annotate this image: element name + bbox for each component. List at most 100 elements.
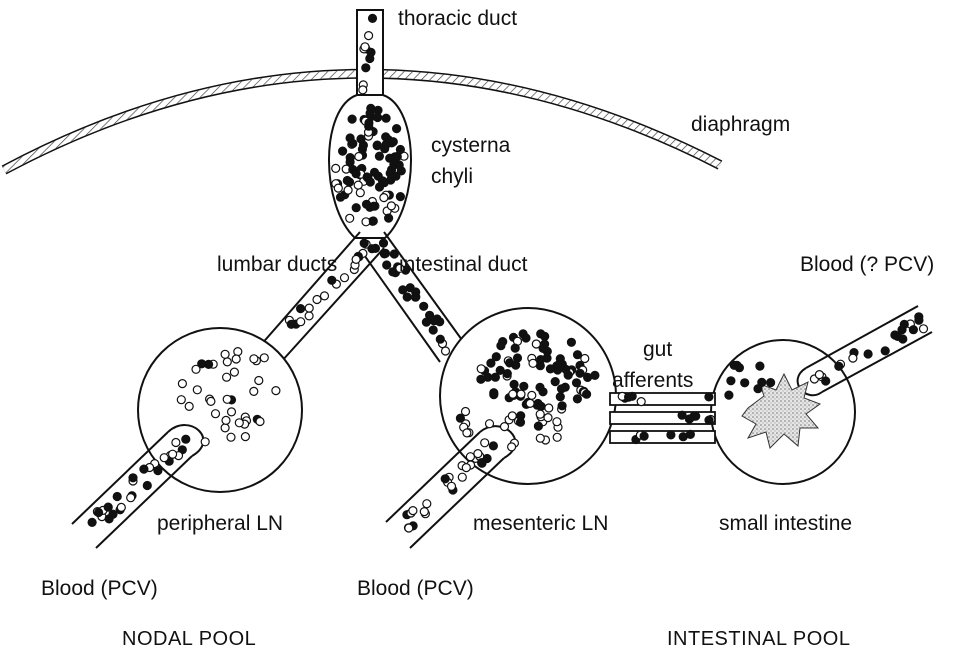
label-lumbar-ducts: lumbar ducts <box>217 253 337 276</box>
lymphocyte-light <box>526 399 534 407</box>
lymphocyte-dark <box>441 475 449 483</box>
lymphocyte-light <box>193 386 201 394</box>
lymphocyte-dark <box>366 178 374 186</box>
lymphocyte-dark <box>399 286 407 294</box>
lymphocyte-light <box>477 365 485 373</box>
lymphocyte-dark <box>205 360 213 368</box>
label-blood-pcv-middle: Blood (PCV) <box>357 577 474 600</box>
lymphocyte-light <box>221 424 229 432</box>
lymphocyte-light <box>387 202 395 210</box>
lymphocyte-dark <box>705 393 713 401</box>
lymphocyte-dark <box>900 320 908 328</box>
lymphocyte-dark <box>554 361 562 369</box>
lymphocyte-dark <box>758 378 766 386</box>
label-mesenteric-ln: mesenteric LN <box>473 512 608 535</box>
lymphocyte-light <box>442 347 450 355</box>
lymphocyte-dark <box>510 380 518 388</box>
lymphocyte-light <box>517 390 525 398</box>
lymphocyte-dark <box>864 350 872 358</box>
lymphocyte-light <box>501 423 509 431</box>
lymphocyte-light <box>536 410 544 418</box>
lymphocyte-light <box>536 434 544 442</box>
lymphocyte-light <box>223 373 231 381</box>
lymphocyte-dark <box>678 411 686 419</box>
label-diaphragm: diaphragm <box>691 113 790 136</box>
lymphocyte-dark <box>556 393 564 401</box>
lymphocyte-dark <box>346 178 354 186</box>
lymphocyte-dark <box>489 442 497 450</box>
lymphocyte-dark <box>382 133 390 141</box>
lymphocyte-dark <box>337 193 345 201</box>
lymphocyte-dark <box>392 172 400 180</box>
lymphocyte-light <box>235 419 243 427</box>
lymphocyte-light <box>380 194 388 202</box>
lymphocyte-dark <box>756 362 764 370</box>
lymphocyte-dark <box>362 64 370 72</box>
lymphocyte-light <box>423 500 431 508</box>
lymphocyte-dark <box>511 344 519 352</box>
lymphocyte-dark <box>113 493 121 501</box>
lymphocyte-light <box>815 371 823 379</box>
lymphocyte-dark <box>584 373 592 381</box>
lymphocyte-dark <box>915 313 923 321</box>
lymphocyte-light <box>321 292 329 300</box>
lymphocyte-light <box>272 387 280 395</box>
lymphocyte-dark <box>567 338 575 346</box>
lymphocyte-dark <box>367 104 375 112</box>
lymphocyte-dark <box>574 351 582 359</box>
lymphocyte-dark <box>352 204 360 212</box>
lymphocyte-dark <box>129 474 137 482</box>
lymphocyte-light <box>228 408 236 416</box>
lymphocyte-light <box>305 304 313 312</box>
lymphocyte-dark <box>369 14 377 22</box>
lymphocyte-light <box>528 391 536 399</box>
lymphocyte-dark <box>546 365 554 373</box>
lymphocyte-light <box>346 214 354 222</box>
lymphocyte-light <box>509 390 517 398</box>
peripheral-ln-circle <box>138 328 302 492</box>
lymphocyte-dark <box>835 362 843 370</box>
lymphocyte-dark <box>534 422 542 430</box>
lymphocyte-light <box>462 464 470 472</box>
lymphocyte-light <box>192 365 200 373</box>
lymphocyte-dark <box>369 217 377 225</box>
lymphocyte-dark <box>679 433 687 441</box>
lymphocyte-dark <box>373 141 381 149</box>
lymphocyte-dark <box>822 377 830 385</box>
lymphocyte-dark <box>541 340 549 348</box>
label-peripheral-ln: peripheral LN <box>157 512 283 535</box>
lymphocyte-dark <box>573 379 581 387</box>
lymphocyte-dark <box>583 390 591 398</box>
label-intestinal-pool: INTESTINAL POOL <box>667 628 850 650</box>
lymphocyte-dark <box>380 239 388 247</box>
lymphocyte-light <box>127 494 135 502</box>
lymphocyte-light <box>553 418 561 426</box>
lymphocyte-dark <box>487 359 495 367</box>
lymphocyte-light <box>332 164 340 172</box>
lymphocyte-light <box>544 414 552 422</box>
lymphocyte-dark <box>536 383 544 391</box>
lymphocyte-light <box>223 358 231 366</box>
lymphocyte-dark <box>558 385 566 393</box>
lymphocyte-dark <box>380 250 388 258</box>
lymphocyte-light <box>212 410 220 418</box>
lymphocyte-dark <box>881 347 889 355</box>
lymphocyte-dark <box>396 193 404 201</box>
lymphocyte-dark <box>182 435 190 443</box>
lymphocyte-dark <box>497 342 505 350</box>
label-nodal-pool: NODAL POOL <box>122 628 256 650</box>
lymphocyte-dark <box>328 276 336 284</box>
lymphocyte-light <box>508 443 516 451</box>
lymphocyte-dark <box>725 391 733 399</box>
lymphocyte-light <box>260 354 268 362</box>
lymphocyte-light <box>581 355 589 363</box>
lymphocyte-light <box>529 359 537 367</box>
lymphocyte-dark <box>705 416 713 424</box>
lymphocyte-dark <box>667 431 675 439</box>
lymphocyte-light <box>234 348 242 356</box>
lymphocyte-dark <box>767 379 775 387</box>
lymphocyte-dark <box>894 332 902 340</box>
lymphocyte-dark <box>537 402 545 410</box>
lymphocyte-dark <box>430 317 438 325</box>
lymphocyte-light <box>117 503 125 511</box>
